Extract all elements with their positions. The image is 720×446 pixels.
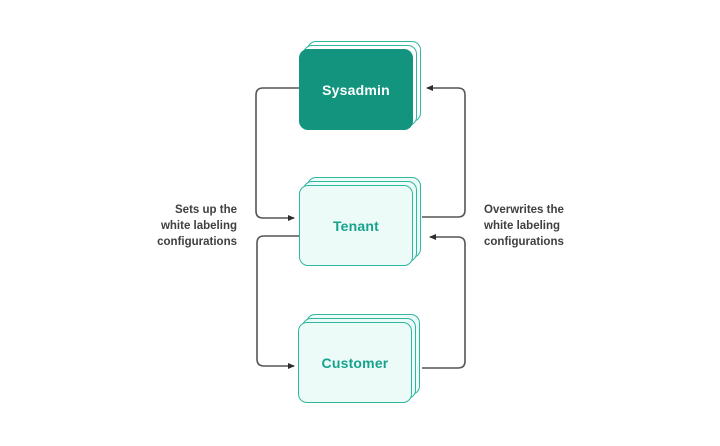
edge-tenant-to-sysadmin xyxy=(422,85,466,218)
edge-customer-to-tenant xyxy=(422,234,466,369)
node-label: Customer xyxy=(321,354,389,371)
edge-tenant-to-customer xyxy=(256,235,299,369)
annotation-sets-up: Sets up the white labeling configuration… xyxy=(157,202,237,250)
node-card-sysadmin: Sysadmin xyxy=(299,49,413,130)
annotation-line: white labeling xyxy=(484,220,561,232)
annotation-line: Sets up the xyxy=(175,204,237,216)
node-sysadmin: Sysadmin xyxy=(299,41,421,130)
node-label: Tenant xyxy=(332,217,380,234)
annotation-line: white labeling xyxy=(160,220,237,232)
node-label: Sysadmin xyxy=(322,81,390,98)
node-customer: Customer xyxy=(298,314,420,403)
annotation-line: configurations xyxy=(157,236,237,248)
annotation-line: configurations xyxy=(484,236,564,248)
node-tenant: Tenant xyxy=(299,177,421,266)
annotation-line: Overwrites the xyxy=(484,204,564,216)
annotation-overwrites: Overwrites the white labeling configurat… xyxy=(484,202,564,250)
node-card-tenant: Tenant xyxy=(299,185,413,266)
node-card-customer: Customer xyxy=(298,322,412,403)
edge-sysadmin-to-tenant xyxy=(255,87,299,221)
